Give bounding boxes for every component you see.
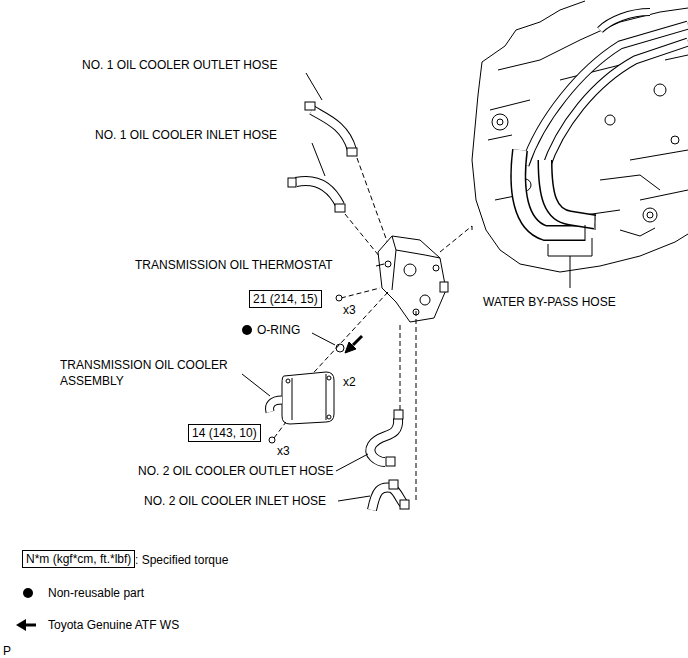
o-ring-drawing <box>336 344 344 352</box>
part-label: NO. 1 OIL COOLER INLET HOSE <box>95 127 277 143</box>
legend-text: Toyota Genuine ATF WS <box>48 618 179 632</box>
part-label: x3 <box>343 302 356 318</box>
part-label: O-RING <box>257 322 300 338</box>
part-label: NO. 1 OIL COOLER OUTLET HOSE <box>82 57 277 73</box>
non-reusable-dot <box>23 588 33 598</box>
hose-drawing <box>288 178 345 212</box>
bolt-symbol <box>336 288 380 301</box>
torque-value: 21 (214, 15) <box>253 292 318 306</box>
apply-arrow <box>353 336 362 345</box>
transaxle-drawing <box>472 1 688 272</box>
legend-text: : Specified torque <box>135 553 228 567</box>
torque-value: 14 (143, 10) <box>192 426 257 440</box>
part-label: TRANSMISSION OIL THERMOSTAT <box>135 257 333 273</box>
dashed-guide <box>440 226 472 252</box>
part-label: P <box>3 643 11 658</box>
leader-line <box>242 374 270 396</box>
oil-cooler-drawing <box>270 372 335 424</box>
apply-arrow <box>16 619 36 631</box>
thermostat-drawing <box>378 236 448 322</box>
legend-entry: : Specified torque <box>135 552 228 568</box>
part-label: x3 <box>277 443 290 459</box>
torque-box: 14 (143, 10) <box>188 424 261 442</box>
hose-drawing <box>370 322 403 466</box>
hose-drawing <box>372 310 416 510</box>
legend-entry: Non-reusable part <box>48 585 144 601</box>
part-label: x2 <box>343 374 356 390</box>
part-label: WATER BY-PASS HOSE <box>483 294 616 310</box>
torque-box: 21 (214, 15) <box>249 290 322 308</box>
part-label: NO. 2 OIL COOLER OUTLET HOSE <box>138 463 333 479</box>
hose-drawing <box>305 102 357 156</box>
legend-entry: Toyota Genuine ATF WS <box>48 617 179 633</box>
legend-text: Non-reusable part <box>48 586 144 600</box>
leader-line <box>312 333 335 345</box>
bolt-symbol <box>269 422 286 443</box>
non-reusable-dot <box>242 325 252 335</box>
part-label: NO. 2 OIL COOLER INLET HOSE <box>144 493 326 509</box>
torque-box: N*m (kgf*cm, ft.*lbf) <box>22 550 135 568</box>
part-label: TRANSMISSION OIL COOLER ASSEMBLY <box>60 357 260 389</box>
bracket <box>548 238 592 288</box>
leader-line <box>306 73 384 501</box>
torque-value: N*m (kgf*cm, ft.*lbf) <box>26 552 131 566</box>
